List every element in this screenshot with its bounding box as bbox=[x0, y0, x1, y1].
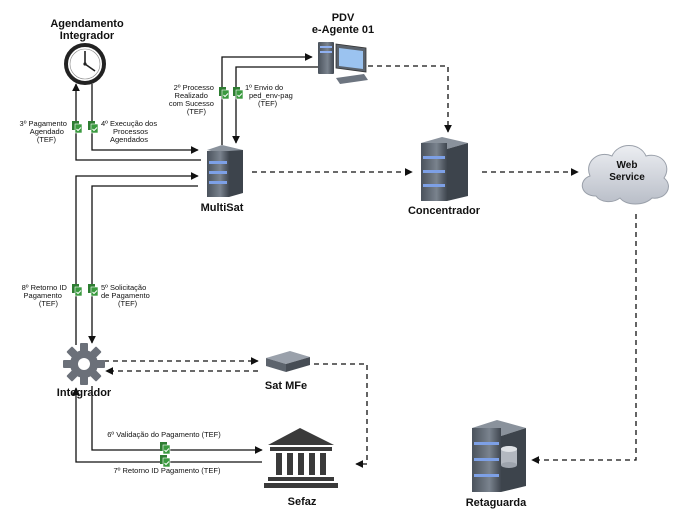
line-integrador-to-sefaz bbox=[91, 386, 263, 454]
government-building-icon bbox=[264, 428, 338, 488]
clock-icon bbox=[64, 43, 106, 85]
node-sefaz: Sefaz bbox=[264, 428, 338, 508]
line-multisat-to-pdv bbox=[221, 53, 313, 145]
step5-label: 5º Solicitação de Pagamento (TEF) bbox=[101, 283, 152, 308]
sefaz-label: Sefaz bbox=[288, 496, 317, 508]
line-pdv-to-concentrador bbox=[368, 65, 452, 133]
node-agendamento: Agendamento Integrador bbox=[50, 18, 124, 85]
agendamento-label-line2: Integrador bbox=[60, 30, 115, 42]
step7-label: 7º Retorno ID Pagamento (TEF) bbox=[114, 466, 221, 475]
concentrador-label: Concentrador bbox=[408, 205, 481, 217]
webservice-label-line2: Service bbox=[609, 172, 645, 183]
device-icon bbox=[266, 351, 310, 372]
node-multisat: MultiSat bbox=[201, 145, 244, 214]
server-icon bbox=[421, 137, 468, 201]
node-retaguarda: Retaguarda bbox=[466, 420, 527, 509]
multisat-label: MultiSat bbox=[201, 202, 244, 214]
gear-icon bbox=[63, 343, 105, 385]
document-check-icon bbox=[218, 86, 230, 100]
step6-label: 6º Validação do Pagamento (TEF) bbox=[107, 430, 221, 439]
satmfe-label: Sat MFe bbox=[265, 380, 307, 392]
node-webservice: Web Service bbox=[581, 145, 669, 205]
line-sefaz-to-integrador bbox=[72, 387, 262, 463]
line-pdv-to-multisat bbox=[232, 66, 318, 144]
step-icons bbox=[71, 86, 244, 468]
webservice-label-line1: Web bbox=[617, 160, 638, 171]
document-check-icon bbox=[71, 120, 83, 134]
dashed-connectors bbox=[104, 65, 637, 468]
line-satmfe-to-sefaz bbox=[314, 363, 368, 468]
database-server-icon bbox=[472, 420, 526, 492]
document-check-icon bbox=[87, 283, 99, 297]
line-integrador-to-multisat bbox=[75, 172, 199, 345]
node-integrador: Integrador bbox=[57, 343, 112, 399]
step3-label: 3º Pagamento Agendado (TEF) bbox=[20, 119, 69, 144]
document-check-icon bbox=[87, 120, 99, 134]
node-concentrador: Concentrador bbox=[408, 137, 481, 217]
document-check-icon bbox=[159, 441, 171, 455]
step8-label: 8º Retorno ID Pagamento (TEF) bbox=[22, 283, 69, 308]
solid-connectors bbox=[72, 53, 318, 463]
node-satmfe: Sat MFe bbox=[265, 351, 310, 392]
pdv-label-line2: e-Agente 01 bbox=[312, 24, 374, 36]
line-multisat-to-integrador bbox=[88, 185, 198, 344]
integrador-label: Integrador bbox=[57, 387, 112, 399]
document-check-icon bbox=[71, 283, 83, 297]
desktop-computer-icon bbox=[318, 42, 368, 84]
agendamento-label-line1: Agendamento bbox=[50, 18, 124, 30]
server-icon bbox=[207, 145, 243, 197]
pdv-label-line1: PDV bbox=[332, 12, 355, 24]
cloud-icon bbox=[581, 145, 669, 205]
document-check-icon bbox=[232, 86, 244, 100]
step4-label: 4º Execução dos Processos Agendados bbox=[101, 119, 159, 144]
step1-label: 1º Envio do ped_env-pag (TEF) bbox=[245, 83, 295, 108]
node-pdv: PDV e-Agente 01 bbox=[312, 12, 374, 84]
step2-label: 2º Processo Realizado com Sucesso (TEF) bbox=[169, 83, 216, 116]
line-clock-to-multisat bbox=[91, 84, 199, 154]
retaguarda-label: Retaguarda bbox=[466, 497, 527, 509]
step-labels: 1º Envio do ped_env-pag (TEF) 2º Process… bbox=[20, 83, 295, 475]
line-multisat-to-clock bbox=[72, 83, 201, 161]
line-webservice-to-retaguarda bbox=[531, 214, 637, 464]
